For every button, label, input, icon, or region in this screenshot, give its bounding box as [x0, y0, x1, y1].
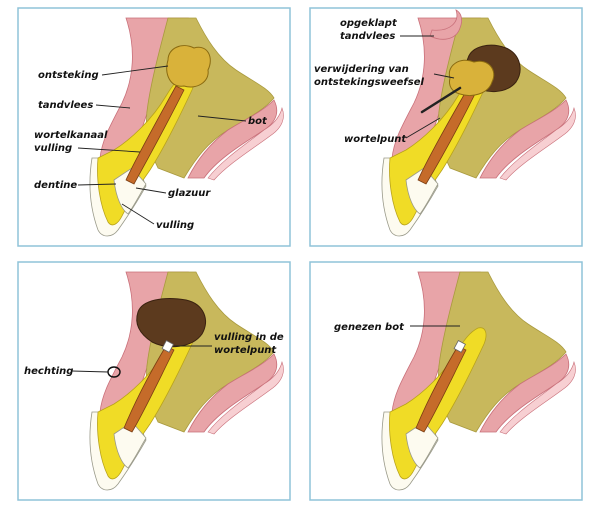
- panel-3: hechting vulling in de wortelpunt: [17, 261, 291, 501]
- label-opgeklapt-1: opgeklapt: [340, 18, 398, 29]
- surgical-instrument: [420, 86, 462, 114]
- label-genezen-bot: genezen bot: [334, 322, 405, 333]
- root-canal-filling: [123, 345, 175, 433]
- panel-2: opgeklapt tandvlees verwijdering van ont…: [309, 7, 583, 247]
- label-verwijdering-2: ontstekingsweefsel: [314, 77, 424, 88]
- label-wortelpunt: wortelpunt: [344, 134, 407, 145]
- label-wortelkanaal-1: wortelkanaal: [34, 130, 108, 141]
- label-dentine: dentine: [34, 180, 77, 191]
- root-canal-filling: [125, 85, 185, 185]
- label-glazuur: glazuur: [168, 188, 211, 199]
- gum-flap: [429, 9, 463, 40]
- label-wortelkanaal-2: vulling: [34, 143, 72, 154]
- label-vulling-1: vulling in de: [214, 332, 284, 343]
- label-opgeklapt-2: tandvlees: [340, 31, 395, 42]
- panel-4: genezen bot: [309, 261, 583, 501]
- label-bot: bot: [248, 116, 268, 127]
- bone-cavity: [136, 298, 206, 348]
- root-tip-filling: [453, 340, 466, 353]
- label-vulling-2: wortelpunt: [214, 345, 277, 356]
- root-tip-filling: [161, 340, 174, 353]
- label-ontsteking: ontsteking: [38, 70, 99, 81]
- label-tandvlees: tandvlees: [38, 100, 93, 111]
- root-canal-filling: [415, 345, 467, 433]
- label-hechting: hechting: [24, 366, 73, 377]
- panel-1: ontsteking tandvlees bot wortelkanaal vu…: [17, 7, 291, 247]
- label-vulling: vulling: [156, 220, 194, 231]
- infection-mass: [166, 45, 211, 88]
- label-verwijdering-1: verwijdering van: [314, 64, 409, 75]
